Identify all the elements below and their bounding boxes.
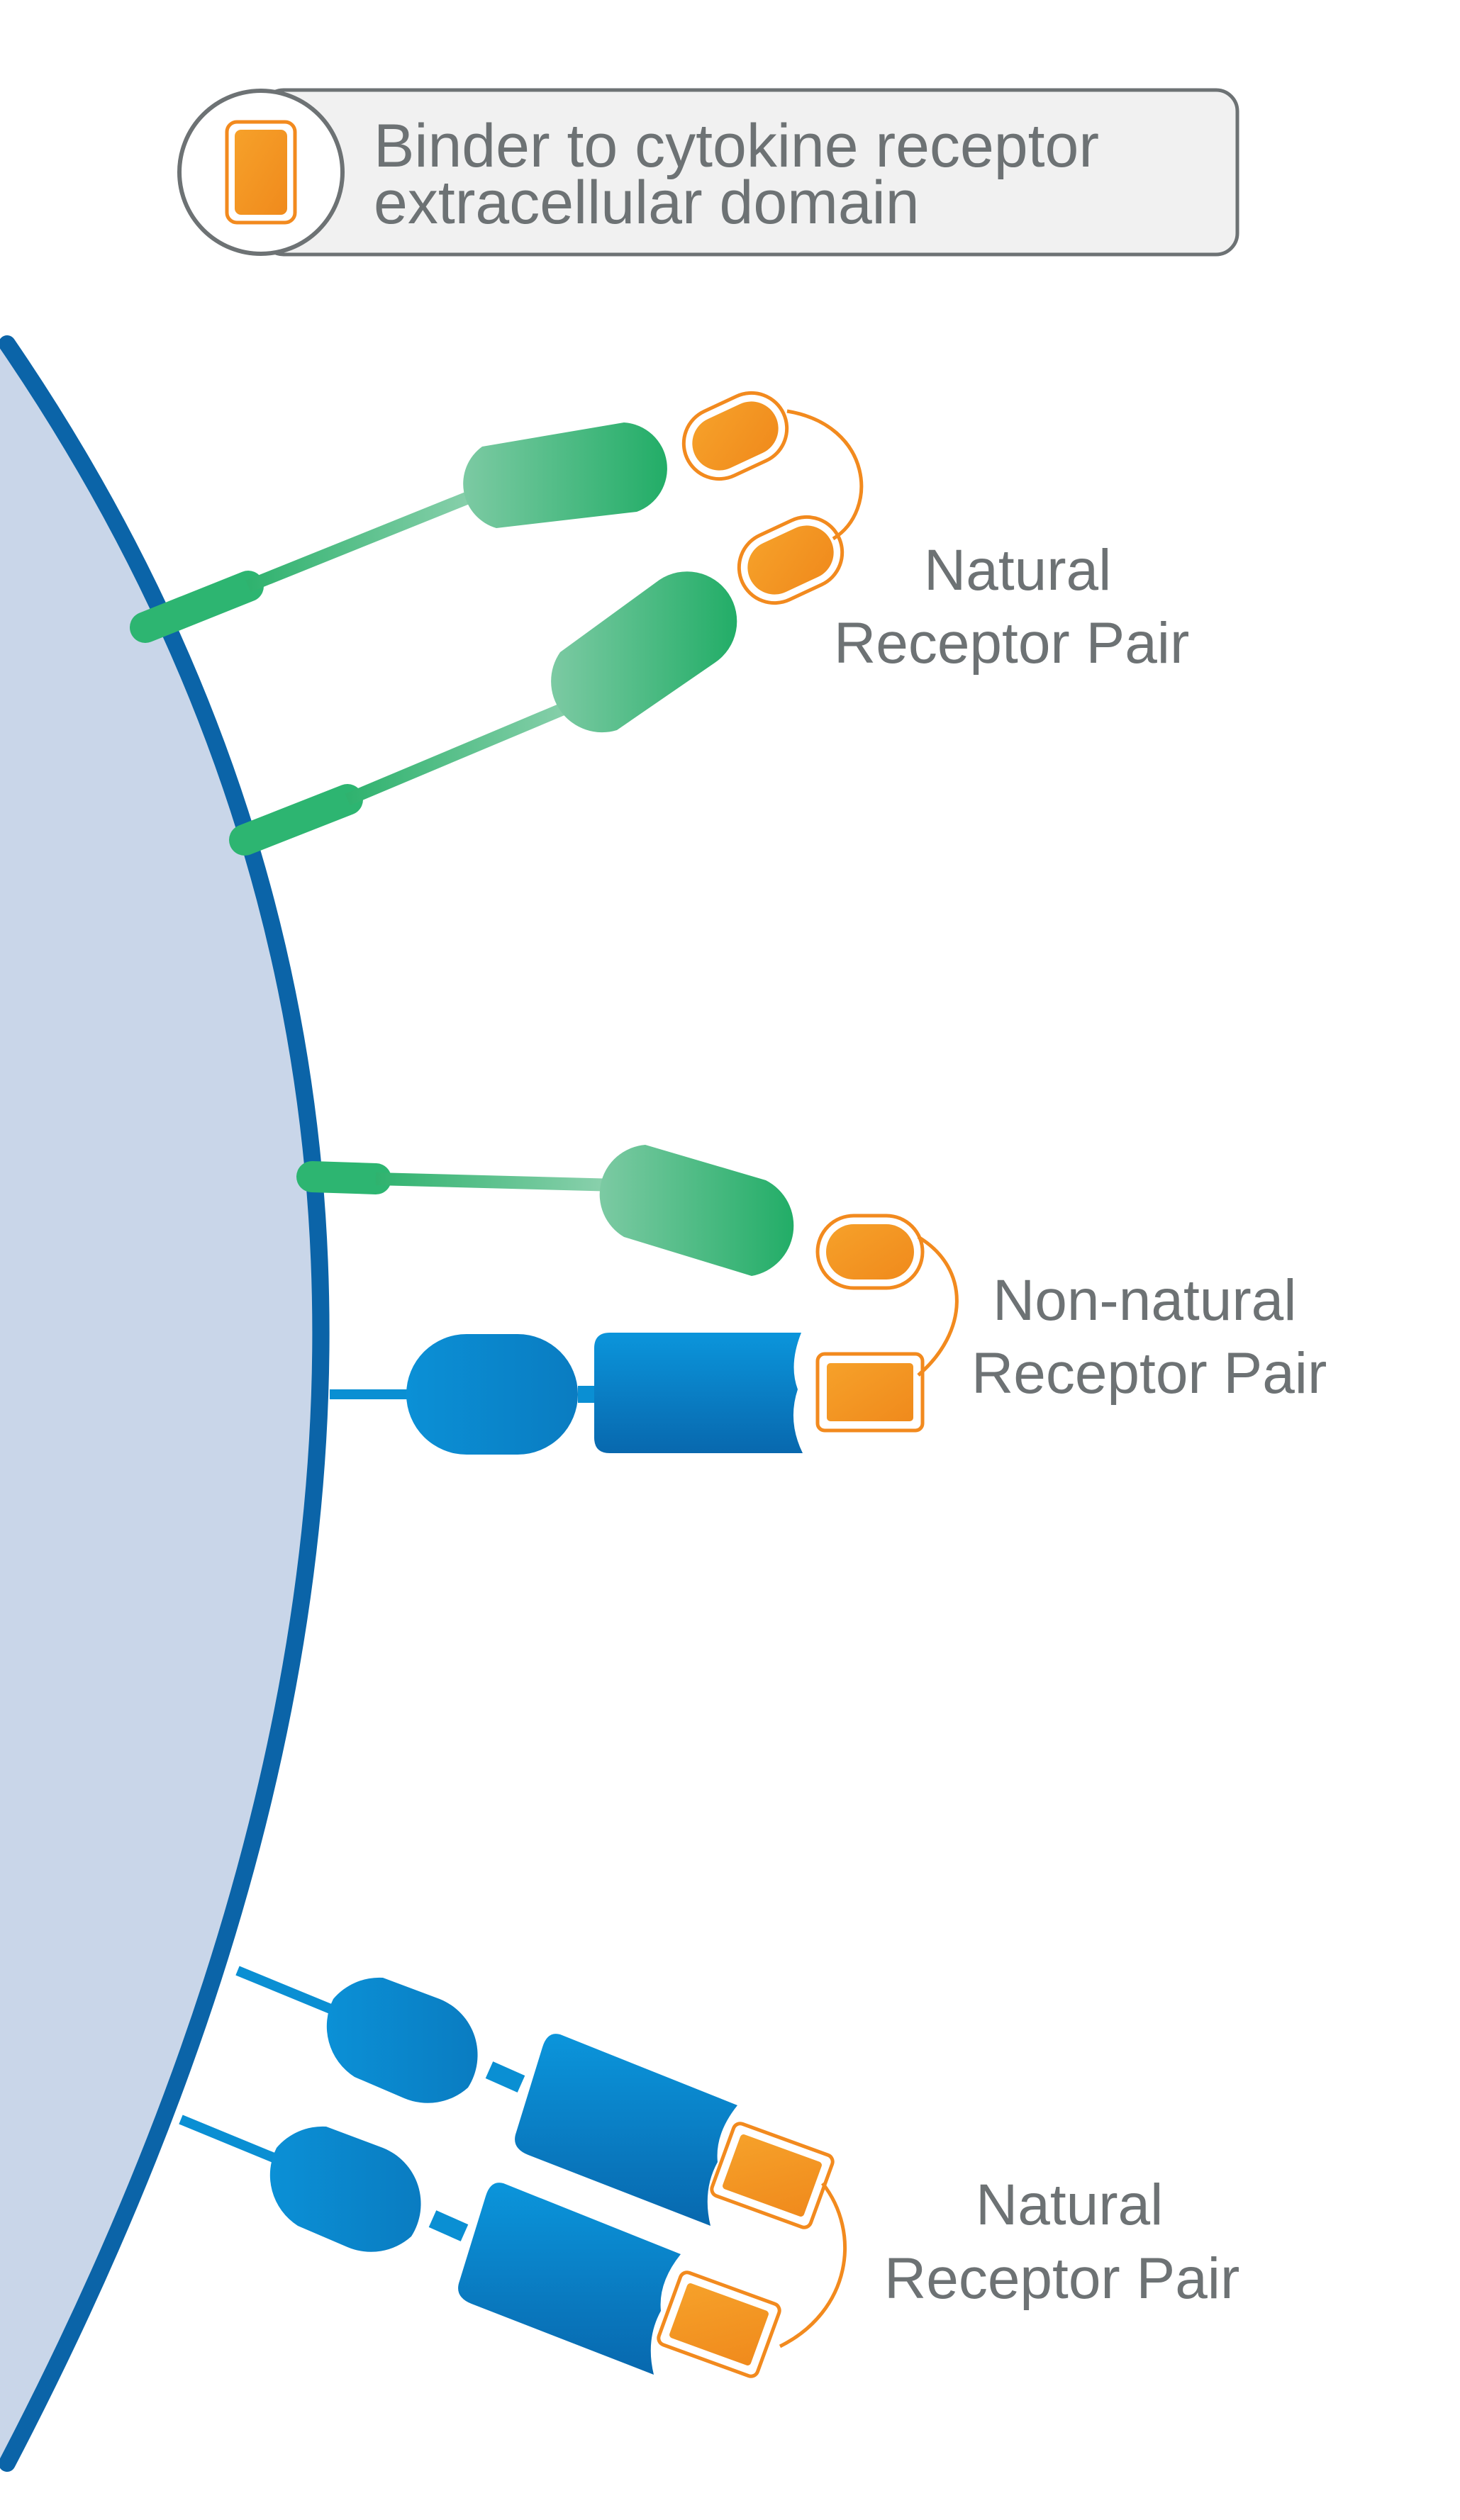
legend-text: Binder to cytokine receptor extracellula… <box>374 112 1116 237</box>
binder-square-1 <box>815 1352 925 1433</box>
binder-square-2 <box>710 2122 835 2229</box>
legend-line-1: Binder to cytokine receptor <box>374 112 1099 180</box>
green-receptor-middle <box>296 1145 794 1276</box>
green-receptor-lower <box>229 571 737 856</box>
binder-linker-2 <box>917 1235 959 1377</box>
green-receptor-upper <box>130 422 667 643</box>
binder-pill-3 <box>815 1214 925 1290</box>
cell-body <box>0 340 320 2460</box>
natural-receptor-pair-top: Natural Receptor Pair <box>130 391 1189 856</box>
group-label-2: Non-natural Receptor Pair <box>971 1268 1327 1406</box>
group-label-1: Natural Receptor Pair <box>834 538 1189 676</box>
group-label-3-line-2: Receptor Pair <box>884 2246 1239 2311</box>
group-label-1-line-2: Receptor Pair <box>834 611 1189 676</box>
group-label-3: Natural Receptor Pair <box>884 2173 1239 2311</box>
blue-receptor-upper <box>235 1966 737 2226</box>
cell-membrane <box>0 335 330 2472</box>
binder-linker-1 <box>786 409 864 541</box>
blue-receptor-lower <box>179 2115 681 2375</box>
group-label-2-line-1: Non-natural <box>993 1268 1296 1333</box>
orange-binder-icon <box>225 120 297 225</box>
binder-linker-3 <box>779 2182 847 2348</box>
binder-pill-2 <box>737 515 845 605</box>
legend: Binder to cytokine receptor extracellula… <box>177 88 1239 257</box>
natural-receptor-pair-bottom: Natural Receptor Pair <box>179 1966 1239 2378</box>
group-label-3-line-1: Natural <box>976 2173 1163 2237</box>
binder-pill-1 <box>681 391 789 481</box>
legend-line-2: extracellular domain <box>374 169 920 237</box>
group-label-1-line-1: Natural <box>924 538 1111 603</box>
blue-receptor-middle <box>330 1333 803 1455</box>
non-natural-receptor-pair: Non-natural Receptor Pair <box>296 1145 1327 1455</box>
group-label-2-line-2: Receptor Pair <box>971 1341 1327 1406</box>
binder-square-3 <box>657 2270 781 2378</box>
